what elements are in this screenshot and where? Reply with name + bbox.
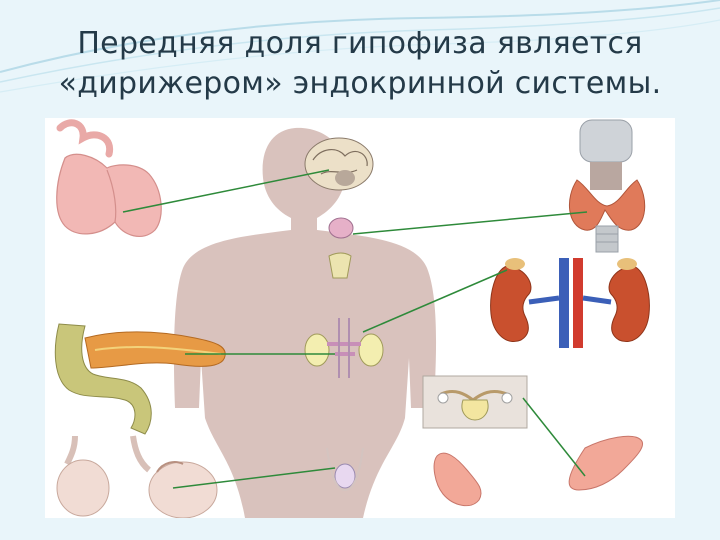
testes-icon xyxy=(56,435,218,518)
pituitary-gland-icon xyxy=(56,119,162,238)
connector-lines xyxy=(122,169,588,489)
kidneys-icon xyxy=(490,258,650,348)
title-decoration-waves xyxy=(0,0,720,93)
body-kidneys-icon xyxy=(304,318,384,378)
thyroid-icon xyxy=(568,119,646,253)
brain-icon xyxy=(304,137,374,191)
uterus-ovaries-icon xyxy=(422,375,528,429)
slide-title-line-2: «дирижером» эндокринной системы. xyxy=(58,66,662,101)
ovary-icon xyxy=(433,435,643,507)
body-pelvis-icon xyxy=(326,447,364,492)
slide-title: Передняя доля гипофиза является «дирижер… xyxy=(0,0,720,118)
body-silhouette-icon xyxy=(173,127,437,518)
pancreas-icon xyxy=(54,323,226,435)
body-thyroid-icon xyxy=(328,217,354,279)
slide-title-line-1: Передняя доля гипофиза является xyxy=(77,26,643,61)
endocrine-diagram xyxy=(45,118,675,518)
endocrine-diagram-svg xyxy=(54,119,650,518)
